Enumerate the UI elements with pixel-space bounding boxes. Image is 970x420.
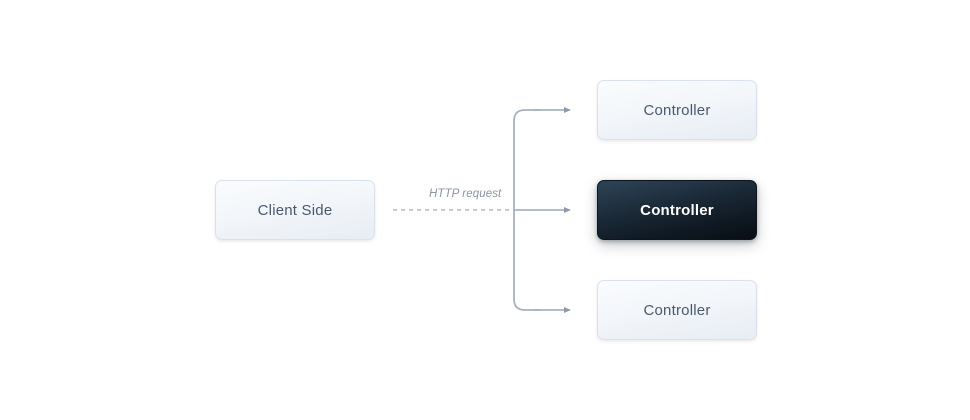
node-controller-middle[interactable]: Controller — [597, 180, 757, 240]
node-controller-bottom[interactable]: Controller — [597, 280, 757, 340]
edge-label-http-request: HTTP request — [429, 188, 502, 200]
node-client-side-label: Client Side — [257, 201, 333, 219]
node-controller-bottom-label: Controller — [643, 301, 711, 319]
node-controller-top-label: Controller — [643, 101, 711, 119]
node-client-side[interactable]: Client Side — [215, 180, 375, 240]
node-controller-middle-label: Controller — [640, 201, 714, 219]
edge-junction-rail — [513, 109, 541, 311]
node-controller-top[interactable]: Controller — [597, 80, 757, 140]
